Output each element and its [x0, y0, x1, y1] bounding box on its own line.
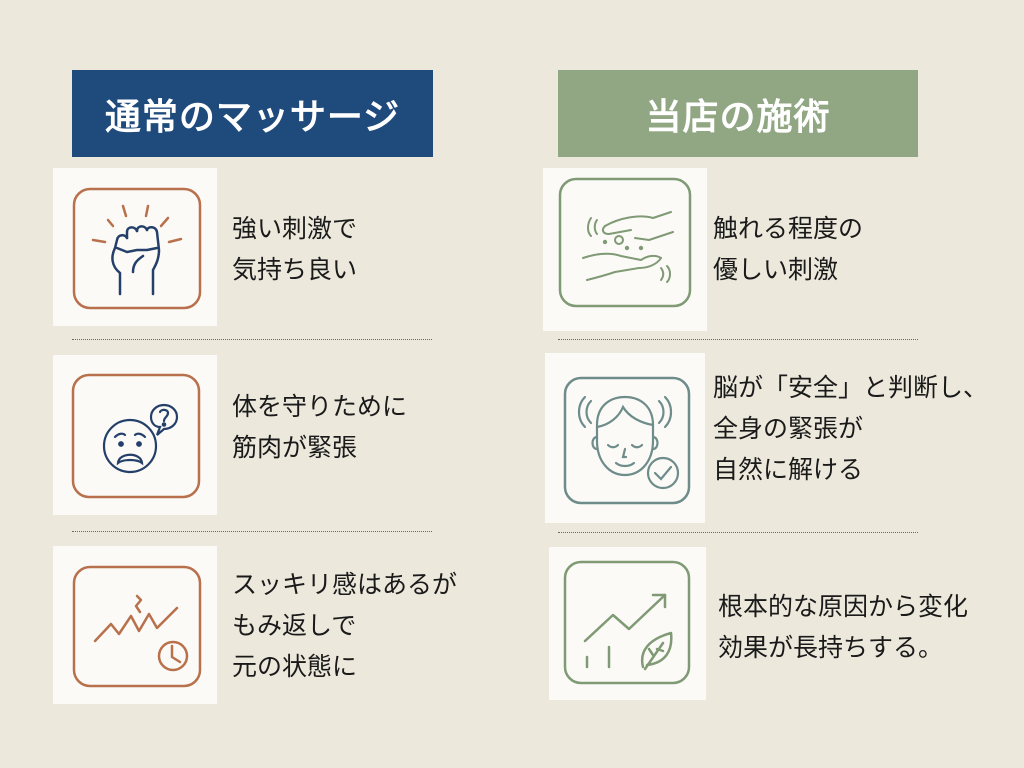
gentle-hands-icon	[558, 177, 692, 308]
text-line: スッキリ感はあるが	[232, 570, 458, 599]
right-item-1-card	[543, 168, 707, 331]
left-item-2-card	[53, 355, 217, 515]
left-item-3-card	[53, 546, 217, 704]
text-line: 優しい刺激	[713, 255, 839, 284]
text-line: 気持ち良い	[232, 255, 358, 284]
right-item-2-card	[545, 353, 705, 523]
text-line: 効果が長持ちする。	[718, 633, 944, 662]
relaxed-face-check-icon	[563, 376, 691, 505]
zigzag-clock-icon	[72, 565, 202, 688]
text-line: 全身の緊張が	[713, 414, 864, 443]
divider	[558, 532, 918, 533]
our-treatment-header: 当店の施術	[558, 70, 918, 157]
left-item-2-text: 体を守りために 筋肉が緊張	[232, 386, 407, 468]
left-item-1-card	[53, 168, 217, 326]
divider	[558, 339, 918, 340]
right-item-3-card	[549, 547, 706, 700]
text-line: 筋肉が緊張	[232, 433, 358, 462]
divider	[72, 531, 432, 532]
right-item-2-text: 脳が「安全」と判断し、 全身の緊張が 自然に解ける	[713, 367, 988, 490]
text-line: 触れる程度の	[713, 214, 864, 243]
text-line: 根本的な原因から変化	[718, 592, 969, 621]
text-line: 自然に解ける	[713, 455, 864, 484]
text-line: 体を守りために	[232, 392, 408, 421]
normal-massage-header: 通常のマッサージ	[72, 70, 433, 157]
text-line: もみ返しで	[232, 611, 357, 640]
right-item-3-text: 根本的な原因から変化 効果が長持ちする。	[718, 586, 968, 668]
text-line: 脳が「安全」と判断し、	[713, 373, 989, 402]
worried-face-question-icon	[71, 373, 201, 499]
text-line: 元の状態に	[232, 652, 358, 681]
text-line: 強い刺激で	[232, 214, 358, 243]
growth-leaf-icon	[563, 560, 691, 685]
left-item-1-text: 強い刺激で 気持ち良い	[232, 208, 357, 290]
fist-burst-icon	[72, 187, 202, 310]
divider	[72, 339, 432, 340]
right-item-1-text: 触れる程度の 優しい刺激	[713, 208, 863, 290]
left-item-3-text: スッキリ感はあるが もみ返しで 元の状態に	[232, 564, 457, 687]
